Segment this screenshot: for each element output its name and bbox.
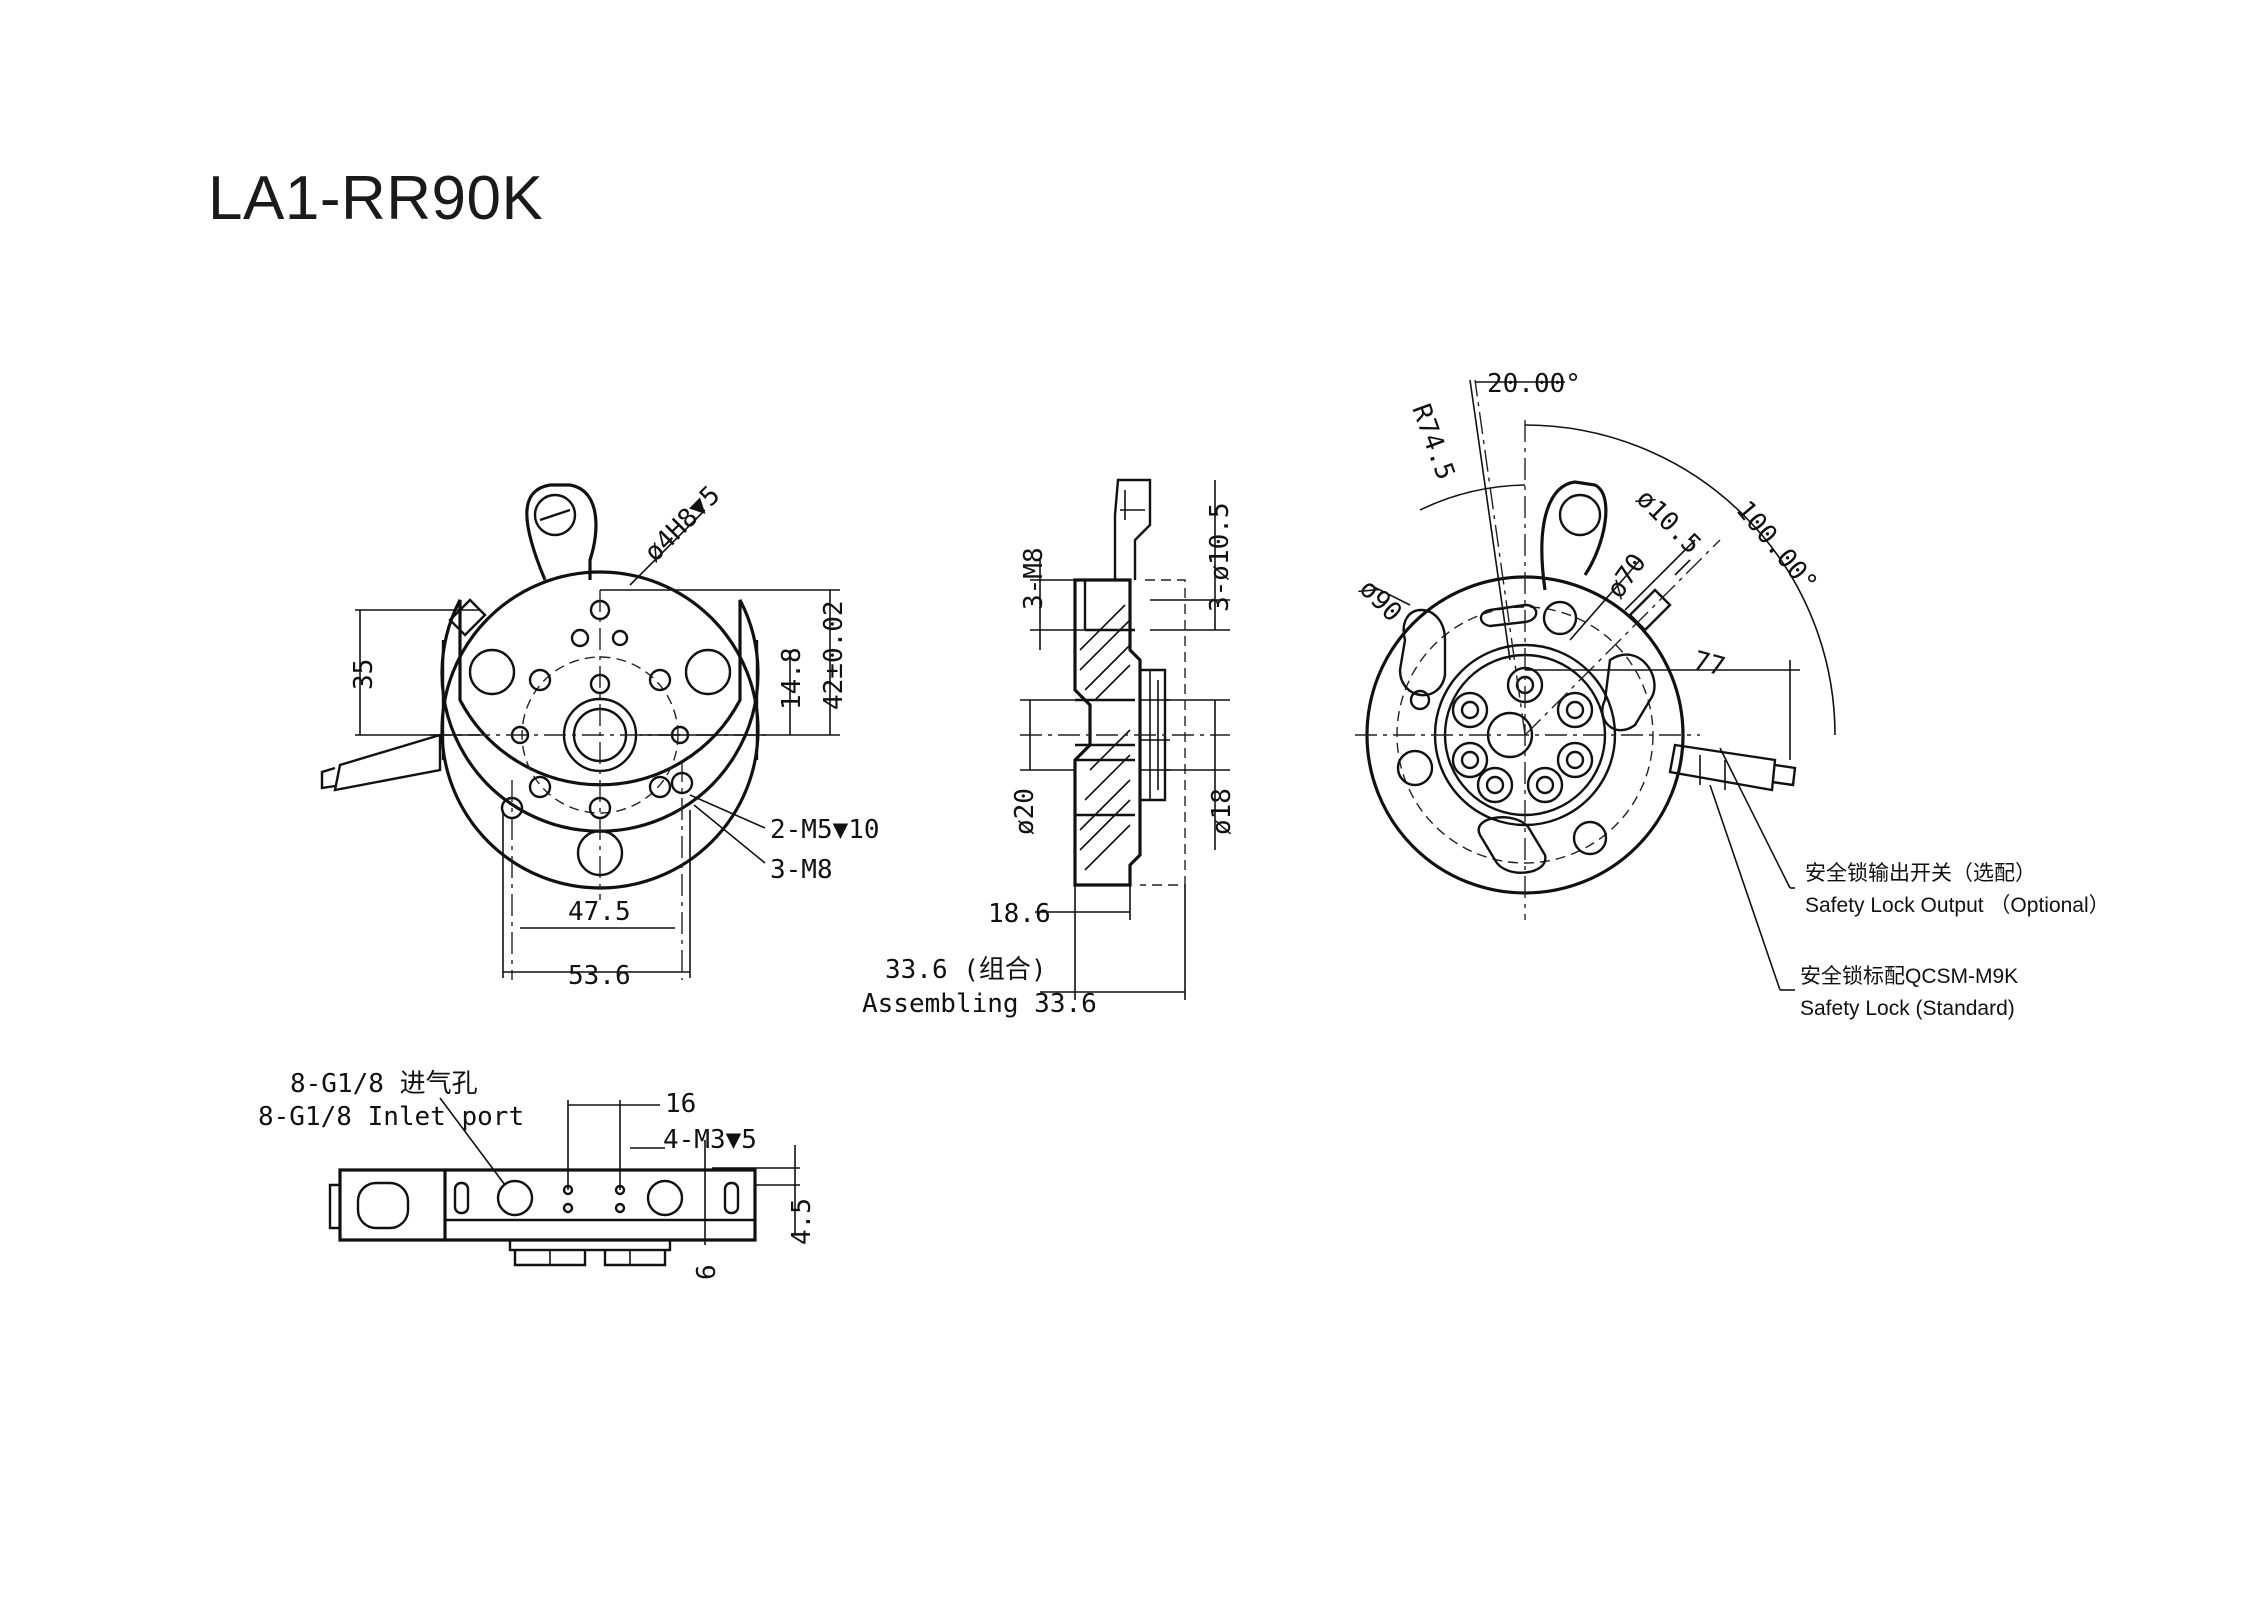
label-front-47-5: 47.5: [568, 897, 631, 927]
label-side-assembling-cn: 33.6 (组合): [885, 955, 1047, 985]
front-lock-tab: [525, 483, 598, 581]
back-sensor: [1668, 743, 1777, 792]
label-back-77: 77: [1690, 646, 1728, 683]
label-back-ang100: 100.00°: [1730, 495, 1823, 598]
lock-screw: [533, 493, 577, 537]
label-bottom-inlet-en: 8-G1/8 Inlet port: [258, 1102, 524, 1132]
front-hole-big-l: [468, 648, 516, 696]
label-back-d90: ø90: [1353, 574, 1407, 628]
front-sensor: [333, 733, 442, 792]
label-side-18-6: 18.6: [988, 899, 1051, 929]
bottom-view: [328, 1097, 800, 1267]
front-hole-big-r: [684, 648, 732, 696]
label-front-53-6: 53.6: [568, 961, 631, 991]
note-safety-output-en: Safety Lock Output （Optional）: [1805, 894, 2110, 917]
label-back-d10-5: ø10.5: [1630, 484, 1707, 561]
label-back-r74-5: R74.5: [1405, 400, 1460, 484]
front-pin: [448, 598, 487, 637]
label-side-assembling-en: Assembling 33.6: [862, 989, 1097, 1019]
label-front-hole-4h8: ø4H8▼5: [639, 480, 727, 568]
bottom-lock-block: [338, 1168, 447, 1242]
side-view: [1020, 478, 1230, 1000]
note-safety-standard-en: Safety Lock (Standard): [1800, 997, 2015, 1020]
label-bottom-6: 6: [692, 1264, 722, 1280]
note-safety-output-cn: 安全锁输出开关（选配）: [1805, 862, 2036, 885]
label-side-d18: ø18: [1207, 788, 1237, 835]
label-front-m8: 3-M8: [770, 855, 833, 885]
label-side-d20: ø20: [1010, 788, 1040, 835]
label-bottom-16: 16: [665, 1089, 696, 1119]
label-bottom-inlet-cn: 8-G1/8 进气孔: [290, 1069, 478, 1099]
back-view: [1355, 379, 1836, 991]
back-lock-tab: [1540, 480, 1608, 591]
label-back-ang20: 20.00°: [1487, 369, 1581, 399]
label-bottom-m3: 4-M3▼5: [663, 1125, 757, 1155]
label-front-35: 35: [349, 659, 379, 690]
front-body-outline: [440, 599, 760, 833]
label-front-42: 42±0.02: [819, 600, 849, 710]
label-side-m8: 3-M8: [1019, 547, 1049, 610]
label-front-m5: 2-M5▼10: [770, 815, 880, 845]
front-view: [320, 483, 840, 980]
bottom-body: [445, 1168, 757, 1242]
side-lock-tab: [1113, 478, 1152, 580]
label-bottom-4-5: 4.5: [787, 1198, 817, 1245]
label-side-d10-5: 3-ø10.5: [1205, 502, 1235, 612]
label-front-14-8: 14.8: [777, 647, 807, 710]
drawing-title: LA1-RR90K: [208, 164, 544, 233]
note-safety-standard-cn: 安全锁标配QCSM-M9K: [1800, 965, 2018, 988]
